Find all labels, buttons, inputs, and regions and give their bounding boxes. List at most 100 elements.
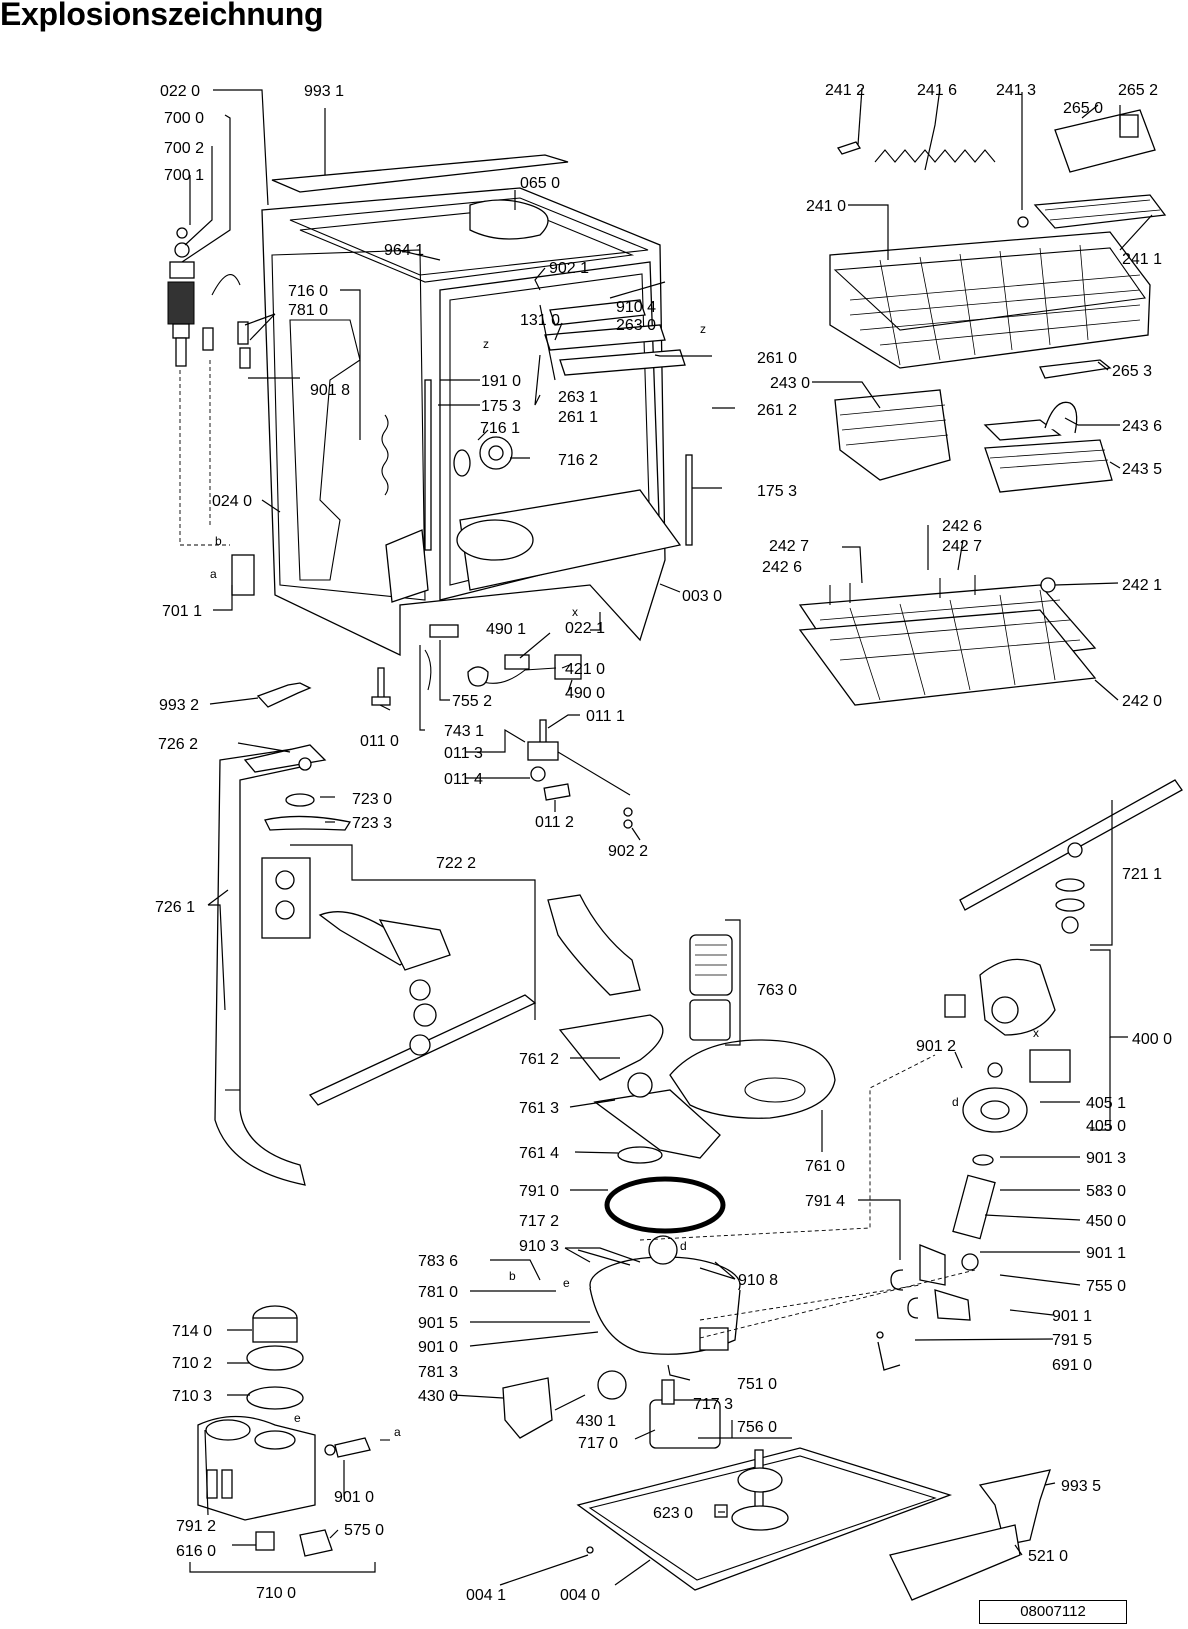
label-421-0: 421 0 [565, 661, 605, 678]
label-242-1: 242 1 [1122, 577, 1162, 594]
label-405-0: 405 0 [1086, 1118, 1126, 1135]
label-993-1: 993 1 [304, 83, 344, 100]
label-723-3: 723 3 [352, 815, 392, 832]
label-781-0-a: 781 0 [288, 302, 328, 319]
label-265-0: 265 0 [1063, 100, 1103, 117]
label-131-0: 131 0 [520, 312, 560, 329]
label-910-8: 910 8 [738, 1272, 778, 1289]
letter-a-1: a [210, 567, 217, 581]
softener [197, 1305, 390, 1557]
circulation-pump [876, 958, 1071, 1371]
label-003-0: 003 0 [682, 588, 722, 605]
label-243-5: 243 5 [1122, 461, 1162, 478]
label-901-1-b: 901 1 [1052, 1308, 1092, 1325]
label-242-6-a: 242 6 [762, 559, 802, 576]
label-910-4: 910 4 [616, 299, 656, 316]
label-717-3: 717 3 [693, 1396, 733, 1413]
letter-e-2: e [294, 1411, 301, 1425]
part-labels: 022 0 700 0 700 2 700 1 993 1 065 0 964 … [155, 82, 1172, 1604]
label-700-2: 700 2 [164, 140, 204, 157]
letter-b-2: b [509, 1269, 516, 1283]
label-993-5: 993 5 [1061, 1478, 1101, 1495]
label-716-1: 716 1 [480, 420, 520, 437]
label-400-0: 400 0 [1132, 1031, 1172, 1048]
label-761-4: 761 4 [519, 1145, 559, 1162]
letter-z-1: z [483, 337, 489, 351]
spray-conduit [214, 744, 1183, 1186]
label-781-0-b: 781 0 [418, 1284, 458, 1301]
label-726-2: 726 2 [158, 736, 198, 753]
label-791-2: 791 2 [176, 1518, 216, 1535]
label-743-1: 743 1 [444, 723, 484, 740]
label-175-3-a: 175 3 [481, 398, 521, 415]
tub-assembly [261, 154, 693, 706]
label-726-1: 726 1 [155, 899, 195, 916]
label-691-0: 691 0 [1052, 1357, 1092, 1374]
label-901-1-a: 901 1 [1086, 1245, 1126, 1262]
leader-lines [181, 87, 1153, 1586]
label-011-3: 011 3 [444, 745, 483, 762]
label-616-0: 616 0 [176, 1543, 216, 1560]
label-263-0: 263 0 [616, 317, 656, 334]
label-910-3: 910 3 [519, 1238, 559, 1255]
label-450-0: 450 0 [1086, 1213, 1126, 1230]
letter-d-2: d [952, 1095, 959, 1109]
aquastop-parts [424, 624, 633, 829]
label-623-0: 623 0 [653, 1505, 693, 1522]
cutlery-baskets [834, 389, 1113, 493]
label-700-0: 700 0 [164, 110, 204, 127]
label-717-2: 717 2 [519, 1213, 559, 1230]
letter-a-2: a [394, 1425, 401, 1439]
label-430-1: 430 1 [576, 1413, 616, 1430]
label-261-0: 261 0 [757, 350, 797, 367]
label-521-0: 521 0 [1028, 1548, 1068, 1565]
label-022-1: 022 1 [565, 620, 605, 637]
label-756-0: 756 0 [737, 1419, 777, 1436]
label-901-5: 901 5 [418, 1315, 458, 1332]
label-700-1: 700 1 [164, 167, 204, 184]
label-011-0: 011 0 [360, 733, 399, 750]
label-901-8: 901 8 [310, 382, 350, 399]
label-723-0: 723 0 [352, 791, 392, 808]
label-701-1: 701 1 [162, 603, 202, 620]
label-011-1: 011 1 [586, 708, 625, 725]
water-valve [167, 227, 255, 596]
label-783-6: 783 6 [418, 1253, 458, 1270]
label-241-0: 241 0 [806, 198, 846, 215]
seal-ring [604, 1176, 726, 1234]
label-721-1: 721 1 [1122, 866, 1162, 883]
label-430-0: 430 0 [418, 1388, 458, 1405]
label-261-1: 261 1 [558, 409, 598, 426]
label-024-0: 024 0 [212, 493, 252, 510]
letter-d-1: d [680, 1239, 687, 1253]
label-761-0: 761 0 [805, 1158, 845, 1175]
letter-x-2: x [1033, 1026, 1039, 1040]
label-243-0: 243 0 [770, 375, 810, 392]
front-panel [889, 1524, 1021, 1601]
label-755-2: 755 2 [452, 693, 492, 710]
label-901-2: 901 2 [916, 1038, 956, 1055]
label-763-0: 763 0 [757, 982, 797, 999]
label-722-2: 722 2 [436, 855, 476, 872]
letter-b-1: b [215, 534, 222, 548]
label-242-7-b: 242 7 [942, 538, 982, 555]
label-791-0: 791 0 [519, 1183, 559, 1200]
label-242-7-a: 242 7 [769, 538, 809, 555]
upper-basket [829, 109, 1167, 379]
label-490-0: 490 0 [565, 685, 605, 702]
label-241-3: 241 3 [996, 82, 1036, 99]
label-022-0: 022 0 [160, 83, 200, 100]
label-261-2: 261 2 [757, 402, 797, 419]
label-065-0: 065 0 [520, 175, 560, 192]
label-004-1: 004 1 [466, 1587, 506, 1604]
label-242-6-b: 242 6 [942, 518, 982, 535]
label-243-6: 243 6 [1122, 418, 1162, 435]
drawing-number: 08007112 [979, 1600, 1127, 1624]
label-716-0: 716 0 [288, 283, 328, 300]
label-265-2: 265 2 [1118, 82, 1158, 99]
label-263-1: 263 1 [558, 389, 598, 406]
label-901-0-b: 901 0 [334, 1489, 374, 1506]
label-241-1: 241 1 [1122, 251, 1162, 268]
letter-x-1: x [572, 605, 578, 619]
sump-opening [456, 519, 534, 561]
